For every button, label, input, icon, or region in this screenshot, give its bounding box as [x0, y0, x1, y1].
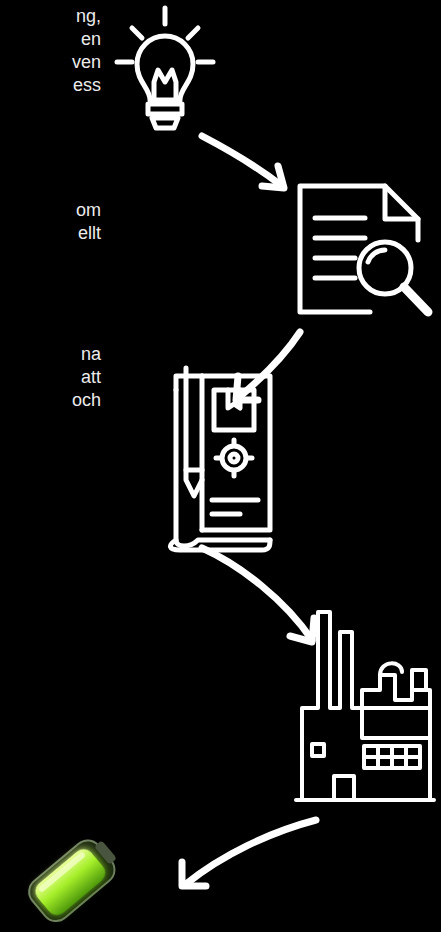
factory-icon: [296, 612, 434, 800]
text-fragment: na: [81, 343, 101, 365]
flow-arrow: [202, 136, 284, 188]
text-fragment: ng,: [76, 5, 101, 27]
text-fragment: ven: [72, 51, 101, 73]
text-fragment: ess: [73, 74, 101, 96]
text-fragment: och: [72, 389, 101, 411]
flow-arrow: [202, 548, 314, 642]
document-search-icon: [300, 186, 428, 312]
blueprint-icon: [170, 368, 270, 550]
text-fragment: att: [81, 366, 101, 388]
battery-icon: [23, 831, 124, 927]
lightbulb-icon: [117, 8, 213, 128]
flow-arrow: [182, 820, 316, 886]
text-fragment: en: [81, 28, 101, 50]
text-fragment: ellt: [78, 222, 101, 244]
text-fragment: om: [76, 199, 101, 221]
